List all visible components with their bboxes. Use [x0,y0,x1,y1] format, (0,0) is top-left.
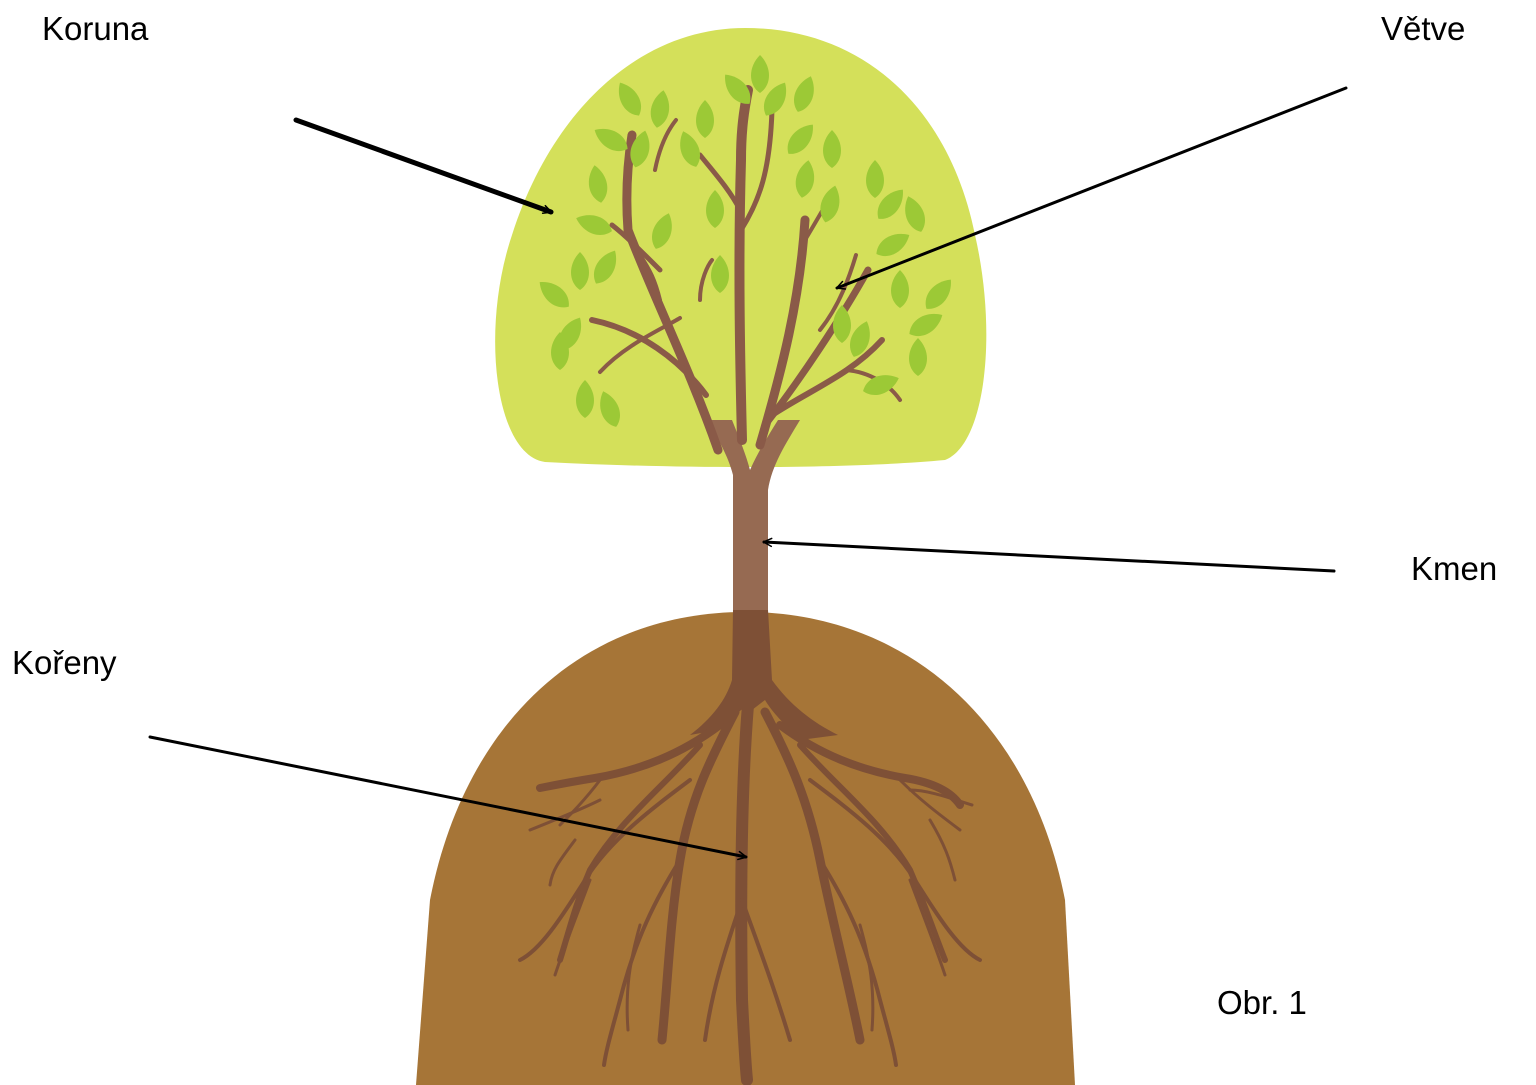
label-vetve: Větve [1381,12,1465,45]
label-kmen: Kmen [1411,552,1497,585]
arrow-koruna [296,120,551,212]
figure-caption: Obr. 1 [1217,986,1307,1019]
root [741,705,748,1080]
arrow-kmen [764,542,1334,571]
label-koreny: Kořeny [12,646,117,679]
label-koruna: Koruna [42,12,148,45]
